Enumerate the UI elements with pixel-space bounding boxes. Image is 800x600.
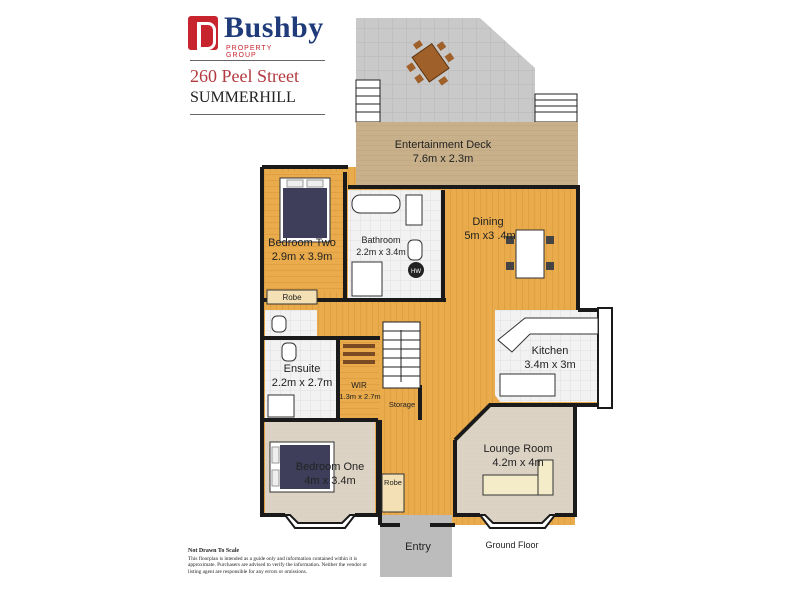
shower-icon (351, 261, 383, 297)
deck-name: Entertainment Deck (395, 139, 492, 151)
bed-one-icon (269, 441, 335, 493)
plan-label: Ground Floor (485, 540, 538, 550)
brand-subtitle: PROPERTY GROUP (226, 45, 273, 59)
bed2-name: Bedroom Two (268, 237, 336, 249)
dining-room (446, 190, 576, 305)
sofa-icon (482, 459, 554, 496)
entry-label: Entry (405, 541, 431, 553)
street-address: 260 Peel Street (190, 66, 299, 86)
storage-label: Storage (389, 400, 415, 409)
walls (260, 165, 602, 527)
ensuite-name: Ensuite (284, 363, 321, 375)
outdoor-table-icon (406, 40, 455, 86)
bath-dims: 2.2m x 3.4m (356, 247, 406, 257)
toilet-icon (407, 239, 423, 261)
robe-bed2 (266, 289, 318, 305)
suburb: SUMMERHILL (190, 89, 296, 106)
storage-room (383, 388, 418, 420)
ensuite-shower-icon (267, 394, 295, 418)
divider-bottom (190, 114, 325, 115)
bay-window-bed1 (282, 514, 358, 529)
deck-steps-left (355, 79, 381, 123)
hw-label: HW (411, 269, 421, 275)
dining-name: Dining (472, 216, 503, 228)
lounge-room (455, 405, 575, 528)
dining-table-icon (506, 229, 554, 279)
deck-steps-right (534, 93, 578, 123)
wir-dims: 1.3m x 2.7m (339, 392, 380, 401)
bed1-dims: 4m x 3.4m (304, 475, 355, 487)
bushby-logo-icon (188, 16, 218, 50)
dining-dims: 5m x3 .4m (464, 230, 515, 242)
disclaimer-body: This floorplan is intended as a guide on… (188, 555, 368, 575)
bed1-name: Bedroom One (296, 461, 364, 473)
deck-dims: 7.6m x 2.3m (413, 153, 474, 165)
stairs (382, 321, 421, 389)
kitchen-dims: 3.4m x 3m (524, 359, 575, 371)
robe-label-entry: Robe (384, 478, 402, 487)
bath-tub-icon (351, 194, 401, 214)
ensuite-dims: 2.2m x 2.7m (272, 377, 333, 389)
bath-name: Bathroom (361, 235, 400, 245)
wir-name: WIR (351, 381, 367, 390)
wir-room (339, 340, 379, 418)
hot-water-icon (408, 262, 424, 278)
robe-entry (381, 473, 405, 513)
kitchen-bench-icon (497, 317, 599, 397)
entertainment-deck (356, 122, 578, 187)
bed-two-icon (279, 177, 331, 243)
kitchen-bay (597, 307, 613, 409)
lounge-dims: 4.2m x 4m (492, 457, 543, 469)
wc-toilet-icon (271, 315, 287, 333)
ensuite-toilet-icon (281, 342, 297, 362)
lounge-name: Lounge Room (483, 443, 552, 455)
kitchen-name: Kitchen (532, 345, 569, 357)
disclaimer-title: Not Drawn To Scale (188, 548, 240, 554)
bed2-dims: 2.9m x 3.9m (272, 251, 333, 263)
wir-shelves-icon (343, 344, 375, 364)
divider-top (190, 60, 325, 61)
vanity-icon (405, 194, 423, 226)
brand-name: Bushby (224, 11, 324, 44)
bay-window-lounge (477, 514, 558, 529)
disclaimer: Not Drawn To Scale This floorplan is int… (188, 548, 378, 575)
robe-label-bed2: Robe (282, 293, 302, 302)
